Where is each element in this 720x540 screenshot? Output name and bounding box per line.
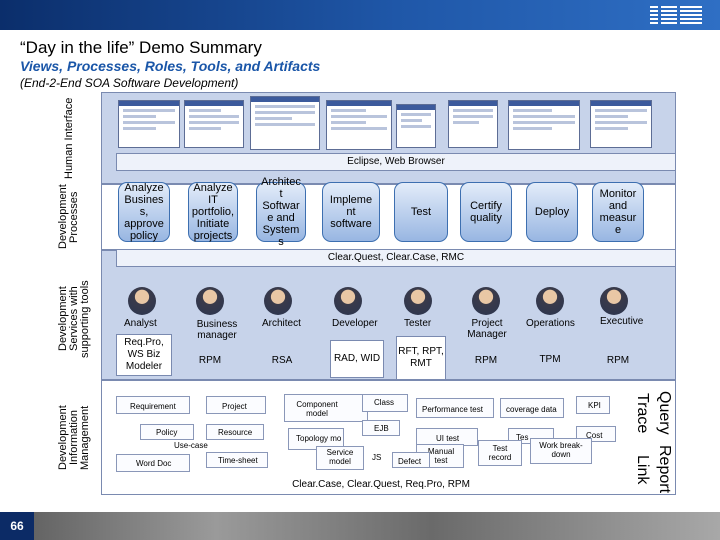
slide-subtitle-2: (End-2-End SOA Software Development) <box>20 76 239 90</box>
artifact-card <box>416 398 494 418</box>
tool-rpm-3: RPM <box>606 355 630 366</box>
role-business-manager: Business manager <box>196 319 238 341</box>
artifact-card <box>478 440 522 466</box>
analyst-avatar <box>128 287 156 315</box>
artifact-kpi: KPI <box>588 401 601 410</box>
business-manager-avatar <box>196 287 224 315</box>
step-deploy: Deploy <box>526 182 578 242</box>
tool-tpm: TPM <box>539 354 561 365</box>
tester-avatar <box>404 287 432 315</box>
artifact-card <box>206 424 264 440</box>
role-tester: Tester <box>404 318 432 329</box>
slide-subtitle: Views, Processes, Roles, Tools, and Arti… <box>20 58 321 74</box>
step-analyze-business: Analyze Busines s, approve policy <box>118 182 170 242</box>
screenshot-thumbnail <box>508 100 580 150</box>
artifact-policy: Policy <box>156 428 178 437</box>
artifact-time-sheet: Time-sheet <box>218 456 258 465</box>
developer-avatar <box>334 287 362 315</box>
artifact-work-breakdown: Work break-down <box>539 441 583 459</box>
artifact-use-case: Use-case <box>174 441 208 450</box>
artifact-component-model: Component model <box>296 400 338 418</box>
screenshot-thumbnail <box>590 100 652 148</box>
artifact-card <box>576 396 610 414</box>
tool-rft-rpt-rmt: RFT, RPT, RMT <box>396 336 446 380</box>
services-band <box>101 250 676 380</box>
screenshot-thumbnail <box>396 104 436 148</box>
tool-rsa: RSA <box>271 355 293 366</box>
artifact-ejb: EJB <box>374 424 389 433</box>
artifact-cost: Cost <box>586 431 603 440</box>
footer-strip <box>0 512 720 540</box>
label-link: Link <box>634 455 651 485</box>
artifact-js: JS <box>372 453 382 462</box>
step-test: Test <box>394 182 448 242</box>
artifact-card <box>206 396 266 414</box>
artifact-service-model: Service model <box>326 448 354 466</box>
artifact-ui-test: UI test <box>436 434 460 443</box>
artifact-resource: Resource <box>218 428 253 437</box>
screenshot-thumbnail <box>184 100 244 148</box>
slide-title: “Day in the life” Demo Summary <box>20 38 262 57</box>
artifact-test-partial: Tes <box>516 433 529 442</box>
artifact-project: Project <box>222 402 247 411</box>
architect-avatar <box>264 287 292 315</box>
screenshot-thumbnail <box>118 100 180 148</box>
step-monitor: Monitor and measur e <box>592 182 644 242</box>
role-operations: Operations <box>526 318 575 329</box>
page-number: 66 <box>0 512 34 540</box>
screenshot-thumbnail <box>448 100 498 148</box>
tool-rpm-1: RPM <box>198 355 222 366</box>
tool-rpm-2: RPM <box>474 355 498 366</box>
artifact-card <box>362 420 400 436</box>
artifact-topology-model: Topology mo <box>296 434 342 443</box>
step-certify: Certify quality <box>460 182 512 242</box>
artifact-card <box>362 394 408 412</box>
executive-avatar <box>600 287 628 315</box>
artifact-coverage-data: coverage data <box>506 405 557 414</box>
ibm-logo <box>650 6 702 24</box>
tool-rad-wid: RAD, WID <box>330 340 384 378</box>
role-project-manager: Project Manager <box>467 318 507 340</box>
artifact-card <box>530 438 592 464</box>
artifact-card <box>206 452 268 468</box>
screenshot-thumbnail <box>250 96 320 150</box>
clearquest-bar: Clear.Quest, Clear.Case, RMC <box>116 249 676 267</box>
screenshot-thumbnail <box>326 100 392 150</box>
artifact-requirement: Requirement <box>130 402 176 411</box>
artifact-defect: Defect <box>398 457 422 466</box>
step-architect: Architec t Softwar e and System s <box>256 176 306 248</box>
artifact-card <box>284 394 368 422</box>
role-architect: Architect <box>262 318 301 329</box>
artifact-card <box>392 452 430 468</box>
operations-avatar <box>536 287 564 315</box>
artifact-performance-test: Performance test <box>422 405 483 414</box>
project-manager-avatar <box>472 287 500 315</box>
artifact-card <box>500 398 564 418</box>
role-analyst: Analyst <box>124 318 157 329</box>
artifact-card <box>140 424 194 440</box>
artifact-card <box>116 454 190 472</box>
eclipse-bar: Eclipse, Web Browser <box>116 153 676 171</box>
label-report: Report <box>656 444 673 494</box>
artifact-word-doc: Word Doc <box>136 459 172 468</box>
role-executive: Executive <box>600 316 644 327</box>
artifact-test-record: Test record <box>488 444 512 462</box>
artifact-card <box>116 396 190 414</box>
header-bar <box>0 0 720 30</box>
step-implement: Impleme nt software <box>322 182 380 242</box>
artifact-manual-test: Manual test <box>427 447 455 465</box>
label-human-interface: Human Interface <box>63 97 75 179</box>
tool-reqpro: Req.Pro, WS Biz Modeler <box>116 334 172 376</box>
bottom-tools-bar: Clear.Case, Clear.Quest, Req.Pro, RPM <box>292 479 470 490</box>
artifact-class: Class <box>374 398 395 407</box>
label-trace: Trace <box>634 392 651 434</box>
step-analyze-it: Analyze IT portfolio, Initiate projects <box>188 182 238 242</box>
role-developer: Developer <box>332 318 378 329</box>
artifact-card <box>316 446 364 470</box>
label-query: Query <box>656 391 673 435</box>
